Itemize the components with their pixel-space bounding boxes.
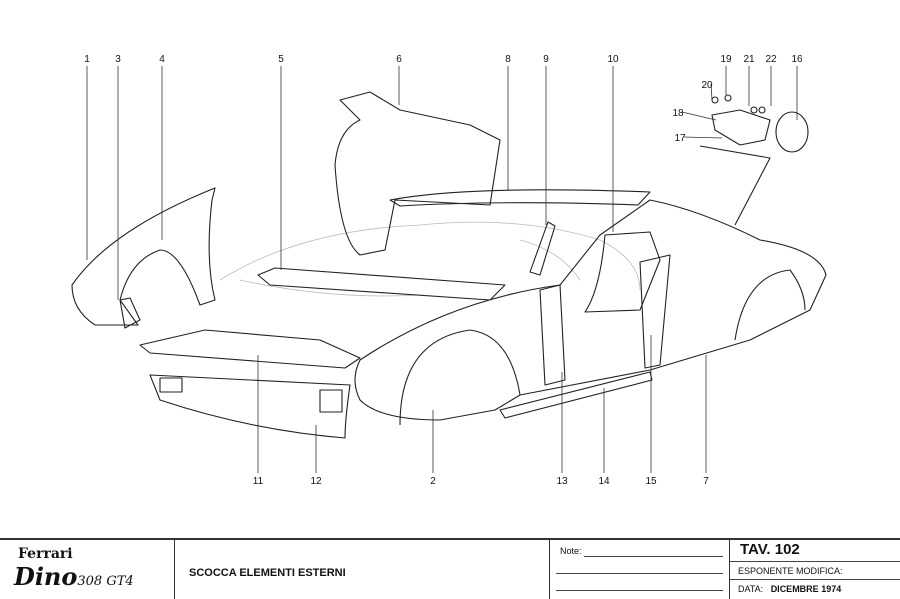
date-row: DATA: DICEMBRE 1974 (730, 579, 900, 599)
part-screw (724, 94, 732, 102)
callout-3: 3 (115, 54, 121, 65)
callout-6: 6 (396, 54, 402, 65)
callout-4: 4 (159, 54, 165, 65)
dino-script: Dino (14, 562, 78, 591)
part-rear-quarter (334, 91, 501, 256)
callout-7: 7 (703, 476, 709, 487)
part-washer-2 (758, 106, 766, 114)
part-fuel-leader (699, 145, 771, 226)
notes-cell: Note: (550, 540, 730, 599)
callout-1: 1 (84, 54, 90, 65)
part-roof (389, 189, 651, 207)
title-block: Ferrari Dino308 GT4 SCOCCA ELEMENTI ESTE… (0, 538, 900, 599)
part-washer (711, 96, 719, 104)
part-fuel-flap-bracket (711, 109, 771, 146)
leader-line (683, 136, 723, 139)
part-fuel-cap (775, 111, 809, 153)
part-nut (750, 106, 758, 114)
callout-5: 5 (278, 54, 284, 65)
callout-18: 18 (672, 108, 684, 119)
part-cowl-panel (257, 267, 506, 301)
callout-22: 22 (765, 54, 777, 65)
callout-12: 12 (310, 476, 322, 487)
logo-cell: Ferrari Dino308 GT4 (0, 540, 175, 599)
part-inner-panel (119, 297, 141, 329)
leader-line (681, 111, 717, 121)
note-label: Note: (560, 546, 582, 556)
date-value: DICEMBRE 1974 (770, 584, 842, 594)
part-sill (499, 371, 653, 419)
part-rear-bulkhead (584, 231, 661, 313)
callout-13: 13 (556, 476, 568, 487)
date-label: DATA: (738, 584, 764, 594)
callout-20: 20 (701, 80, 713, 91)
model-number: 308 GT4 (77, 574, 134, 589)
part-front-panel (149, 374, 351, 439)
part-front-light-left (159, 377, 183, 393)
note-line (556, 573, 723, 574)
callout-8: 8 (505, 54, 511, 65)
part-front-wing-left (71, 187, 216, 326)
callout-19: 19 (720, 54, 732, 65)
plate-cell: TAV. 102 ESPONENTE MODIFICA: DATA: DICEM… (730, 540, 900, 599)
part-door-opening (539, 254, 671, 386)
part-front-lid (139, 329, 361, 369)
title-cell: SCOCCA ELEMENTI ESTERNI (175, 540, 550, 599)
part-front-wheel-arch (399, 329, 521, 426)
callout-14: 14 (598, 476, 610, 487)
part-main-body (354, 199, 827, 421)
callout-16: 16 (791, 54, 803, 65)
revision-label: ESPONENTE MODIFICA: (738, 566, 843, 576)
revision-row: ESPONENTE MODIFICA: (730, 561, 900, 580)
callout-10: 10 (607, 54, 619, 65)
callout-11: 11 (253, 476, 264, 487)
note-line (584, 556, 723, 557)
ghost-car-outline (219, 221, 641, 297)
part-rear-wheel-arch (734, 269, 806, 341)
callout-17: 17 (674, 133, 686, 144)
note-line (556, 590, 723, 591)
callout-9: 9 (543, 54, 549, 65)
ferrari-logo: Ferrari (18, 546, 73, 562)
drawing-title: SCOCCA ELEMENTI ESTERNI (189, 567, 346, 579)
callout-15: 15 (645, 476, 657, 487)
part-front-light-right (319, 389, 343, 413)
callout-2: 2 (430, 476, 436, 487)
callout-21: 21 (743, 54, 755, 65)
part-pillar (529, 221, 556, 276)
dino-logo: Dino308 GT4 (14, 562, 134, 591)
leader-line (710, 83, 713, 101)
plate-number: TAV. 102 (740, 541, 800, 558)
